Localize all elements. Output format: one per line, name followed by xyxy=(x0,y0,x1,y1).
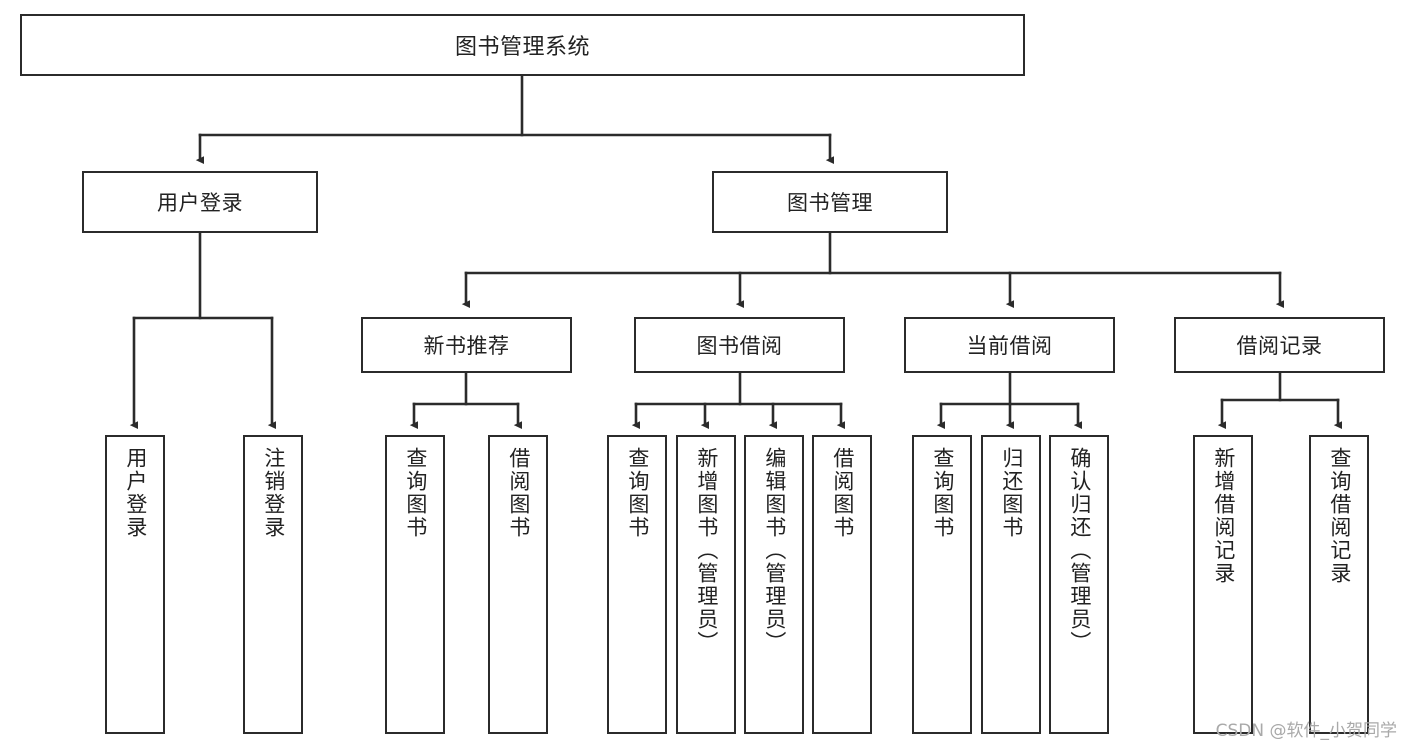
node-label: 用户登录 xyxy=(157,191,243,215)
node-label: 借阅图书 xyxy=(830,447,855,539)
node-label: 借阅图书 xyxy=(506,447,531,539)
node-leaf-borrow-record-query[interactable]: 查询借阅记录 xyxy=(1309,435,1369,734)
node-leaf-book-borrow-query[interactable]: 查询图书 xyxy=(607,435,667,734)
node-leaf-current-borrow-confirm-return[interactable]: 确认归还（管理员） xyxy=(1049,435,1109,734)
node-label: 注销登录 xyxy=(261,447,286,539)
node-leaf-user-login-logout[interactable]: 注销登录 xyxy=(243,435,303,734)
node-leaf-new-book-borrow[interactable]: 借阅图书 xyxy=(488,435,548,734)
watermark-text: CSDN @软件_小贺同学 xyxy=(1215,721,1397,741)
node-label: 图书管理 xyxy=(787,191,873,215)
node-new-book-recommend[interactable]: 新书推荐 xyxy=(361,317,572,373)
node-book-management-system[interactable]: 图书管理系统 xyxy=(20,14,1025,76)
node-label: 图书管理系统 xyxy=(454,35,590,60)
node-book-borrow[interactable]: 图书借阅 xyxy=(634,317,845,373)
node-leaf-borrow-record-add[interactable]: 新增借阅记录 xyxy=(1193,435,1253,734)
node-label: 新书推荐 xyxy=(423,334,510,358)
node-label: 归还图书 xyxy=(999,447,1024,539)
node-label: 用户登录 xyxy=(123,447,148,539)
node-leaf-user-login-login[interactable]: 用户登录 xyxy=(105,435,165,734)
node-label: 新增借阅记录 xyxy=(1211,447,1236,585)
node-label: 查询图书 xyxy=(625,447,650,539)
node-leaf-book-borrow-edit[interactable]: 编辑图书（管理员） xyxy=(744,435,804,734)
node-label: 图书借阅 xyxy=(696,334,783,358)
node-label: 借阅记录 xyxy=(1236,334,1323,358)
node-leaf-book-borrow-add[interactable]: 新增图书（管理员） xyxy=(676,435,736,734)
node-leaf-book-borrow-borrow[interactable]: 借阅图书 xyxy=(812,435,872,734)
node-label: 编辑图书（管理员） xyxy=(762,447,787,654)
node-user-login[interactable]: 用户登录 xyxy=(82,171,318,233)
node-leaf-new-book-query[interactable]: 查询图书 xyxy=(385,435,445,734)
node-borrow-record[interactable]: 借阅记录 xyxy=(1174,317,1385,373)
node-current-borrow[interactable]: 当前借阅 xyxy=(904,317,1115,373)
node-leaf-current-borrow-query[interactable]: 查询图书 xyxy=(912,435,972,734)
node-label: 查询图书 xyxy=(403,447,428,539)
node-label: 新增图书（管理员） xyxy=(694,447,719,654)
node-label: 查询图书 xyxy=(930,447,955,539)
node-book-management[interactable]: 图书管理 xyxy=(712,171,948,233)
node-label: 查询借阅记录 xyxy=(1327,447,1352,585)
node-leaf-current-borrow-return[interactable]: 归还图书 xyxy=(981,435,1041,734)
node-label: 确认归还（管理员） xyxy=(1067,447,1092,654)
node-label: 当前借阅 xyxy=(966,334,1053,358)
